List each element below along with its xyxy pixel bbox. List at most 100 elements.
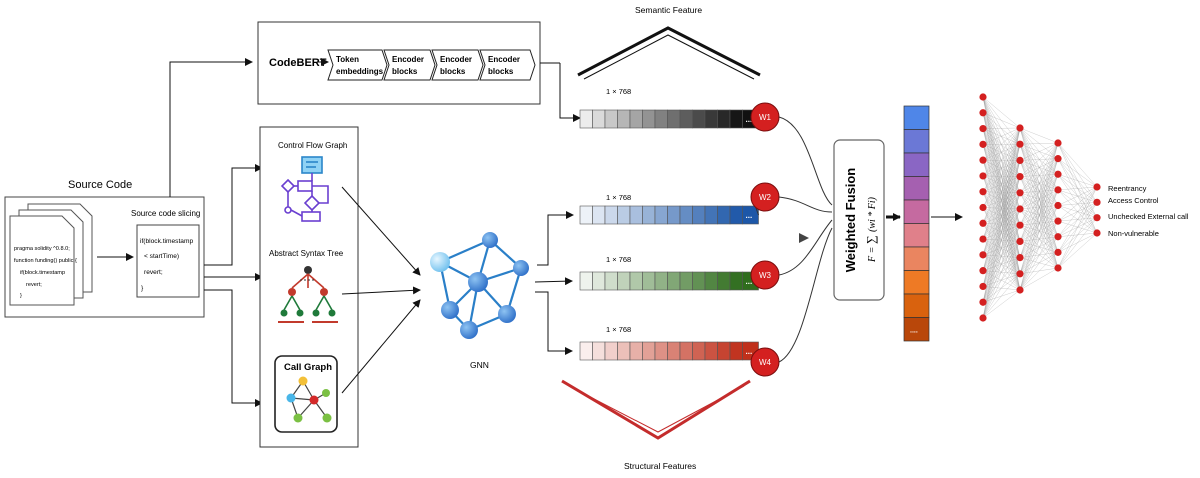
- fusion-formula: F = ∑ (wi * Fi): [864, 196, 878, 263]
- vector-cell: [654, 341, 668, 361]
- vector-cell: [679, 271, 693, 291]
- mlp-edge: [982, 127, 1021, 145]
- mlp-edge: [1019, 189, 1059, 193]
- vector-cell: [717, 205, 731, 225]
- vector-ellipsis: ...: [746, 277, 753, 286]
- mlp-edge: [1057, 186, 1098, 269]
- mlp-neuron: [1016, 189, 1024, 197]
- mlp-edge: [982, 144, 1021, 319]
- mlp-neuron: [1054, 264, 1062, 272]
- vector-cell: [679, 109, 693, 129]
- mlp-neuron: [979, 219, 987, 227]
- weight-label: W1: [759, 113, 772, 122]
- mlp-edge: [1057, 189, 1098, 234]
- output-unchecked-call: Unchecked External call: [1108, 212, 1189, 221]
- vector-cell: [679, 205, 693, 225]
- mlp-edge: [1019, 160, 1059, 190]
- mlp-edge: [982, 160, 1021, 177]
- structural-chevron: [561, 379, 751, 440]
- mlp-edge: [1019, 192, 1059, 269]
- output-reentrancy: Reentrancy: [1108, 184, 1147, 193]
- mlp-edge: [982, 223, 1021, 258]
- mlp-edge: [982, 160, 1021, 226]
- output-access-control: Access Control: [1108, 196, 1159, 205]
- mlp-edge: [1057, 174, 1098, 188]
- mlp-neuron: [1093, 198, 1101, 206]
- mlp-edge: [982, 225, 1021, 319]
- mlp-edge: [1019, 241, 1059, 253]
- mlp-edge: [1057, 186, 1098, 222]
- mlp-neuron: [979, 93, 987, 101]
- call-graph-title: Call Graph: [284, 362, 332, 373]
- vector-cell: [729, 341, 743, 361]
- fused-vector-cell: [903, 223, 930, 248]
- play-marker-icon: [799, 233, 809, 243]
- formula-body: (wi * Fi): [867, 196, 878, 232]
- cfg-title: Control Flow Graph: [278, 141, 347, 150]
- mlp-neuron: [979, 235, 987, 243]
- mlp-edge: [1019, 225, 1059, 269]
- mlp-edge: [1019, 192, 1059, 237]
- mlp-edge: [1019, 144, 1059, 175]
- vector-cell: [642, 109, 656, 129]
- sliced-code-box: [136, 224, 200, 298]
- mlp-neuron: [979, 140, 987, 148]
- mlp-edge: [982, 223, 1021, 291]
- mlp-edge: [1019, 160, 1059, 253]
- fused-vector-cell: [903, 317, 930, 342]
- vector-cell: [692, 109, 706, 129]
- vector-dim-label: 1 × 768: [606, 193, 631, 202]
- vector-cell: [654, 109, 668, 129]
- mlp-edge: [982, 207, 1021, 274]
- slicing-label: Source code slicing: [131, 209, 200, 218]
- encoder-stage-line1: Token: [336, 55, 359, 64]
- sliced-line: revert;: [144, 269, 163, 276]
- mlp-edge: [1019, 142, 1059, 274]
- encoder-stage-line2: blocks: [440, 67, 466, 76]
- mlp-edge: [1019, 144, 1059, 159]
- mlp-edge: [982, 270, 1021, 291]
- mlp-edge: [982, 254, 1021, 291]
- control-flow-graph-icon: [280, 156, 329, 222]
- vector-cell: [604, 271, 618, 291]
- mlp-edge: [982, 238, 1021, 258]
- mlp-edge: [1057, 189, 1098, 203]
- mlp-edge: [1057, 186, 1098, 190]
- vector-ellipsis: ...: [746, 347, 753, 356]
- sliced-line: }: [141, 285, 144, 292]
- gnn-label: GNN: [470, 360, 489, 370]
- mlp-edge: [1019, 236, 1059, 274]
- vector-cell: [629, 109, 643, 129]
- mlp-edge: [1019, 267, 1059, 291]
- mlp-neuron: [979, 188, 987, 196]
- mlp-edge: [982, 208, 1021, 319]
- mlp-neuron: [1054, 248, 1062, 256]
- encoder-stage-line1: Encoder: [440, 55, 472, 64]
- mlp-neuron: [979, 203, 987, 212]
- mlp-edge: [1019, 208, 1059, 253]
- mlp-edge: [982, 112, 1021, 161]
- feature-vectors: 1 × 768...1 × 768...1 × 768...1 × 768...: [579, 87, 759, 363]
- mlp-neuron: [1054, 170, 1062, 178]
- mlp-edge: [982, 127, 1021, 177]
- code-line: pragma solidity ^0.8.0;: [14, 246, 70, 252]
- mlp-edge: [1019, 176, 1059, 190]
- mlp-neuron: [979, 282, 987, 291]
- mlp-edge: [982, 144, 1021, 193]
- mlp-edge: [982, 96, 1021, 129]
- mlp-neuron: [1054, 155, 1062, 163]
- mlp-edge: [1019, 252, 1059, 274]
- sliced-line: if(block.timestamp: [140, 238, 193, 245]
- vector-cell: [629, 205, 643, 225]
- vector-cell: [579, 271, 593, 291]
- mlp-edge: [1019, 192, 1059, 206]
- mlp-neuron: [1016, 270, 1024, 278]
- mlp-edge: [982, 127, 1021, 208]
- mlp-edge: [1019, 160, 1059, 269]
- ast-title: Abstract Syntax Tree: [269, 249, 344, 258]
- mlp-edge: [982, 127, 1021, 161]
- vector-cell: [717, 109, 731, 129]
- vector-cell: [642, 341, 656, 361]
- mlp-edge: [1019, 221, 1059, 242]
